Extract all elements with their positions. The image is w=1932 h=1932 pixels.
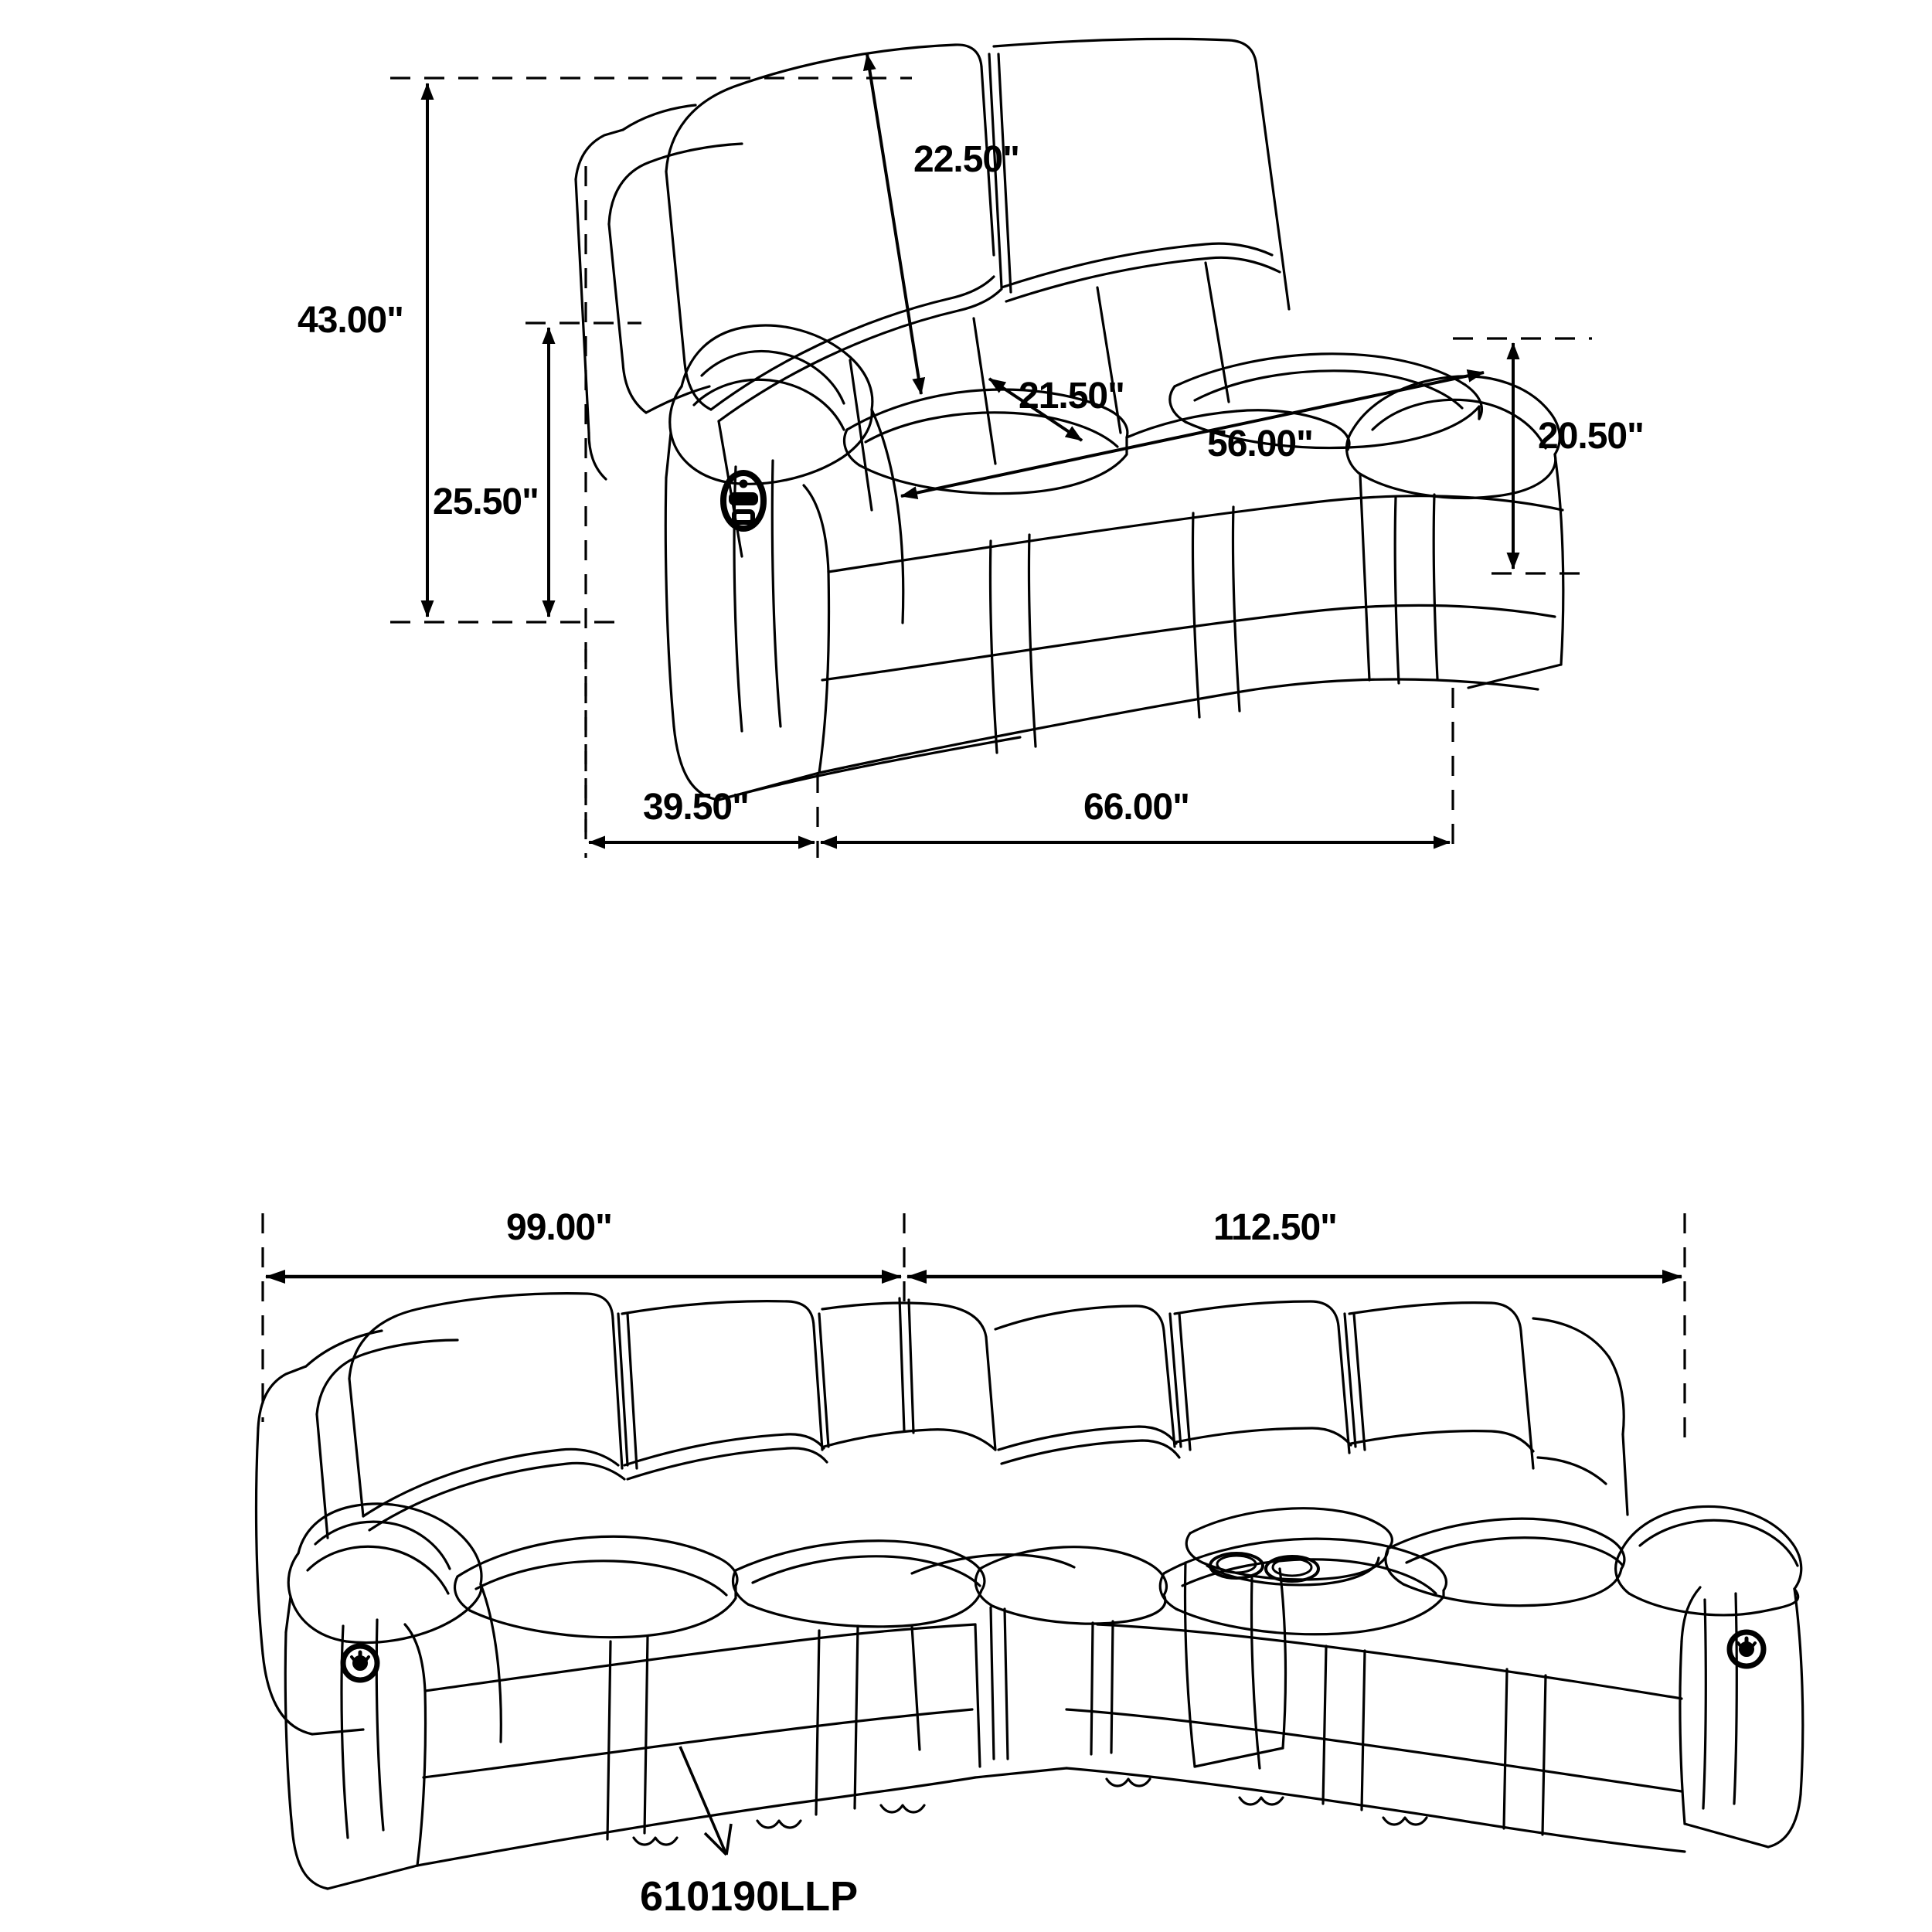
sectional-illustration [254, 1292, 1804, 1890]
dim-label-right-width: 112.50" [1213, 1207, 1337, 1248]
dim-label-seat-width: 56.00" [1207, 423, 1313, 464]
model-callout-leader [679, 1746, 733, 1856]
model-number-label: 610190LLP [640, 1873, 858, 1920]
dim-label-overall-width: 66.00" [1083, 787, 1189, 828]
dim-label-back-cushion-height: 22.50" [913, 139, 1019, 180]
dim-label-arm-height: 20.50" [1538, 416, 1644, 457]
dim-label-left-width: 99.00" [506, 1207, 612, 1248]
dim-arrow-22-50 [862, 53, 926, 395]
loveseat-dimension-lines [390, 53, 1592, 858]
dim-label-seat-height: 25.50" [433, 481, 539, 522]
dim-label-seat-depth: 21.50" [1019, 376, 1124, 417]
dim-arrow-56 [900, 369, 1485, 499]
dim-label-overall-height: 43.00" [298, 300, 403, 341]
sectional-dimension-lines [261, 1213, 1686, 1445]
loveseat-illustration [574, 37, 1565, 801]
dim-label-side-depth: 39.50" [643, 787, 749, 828]
